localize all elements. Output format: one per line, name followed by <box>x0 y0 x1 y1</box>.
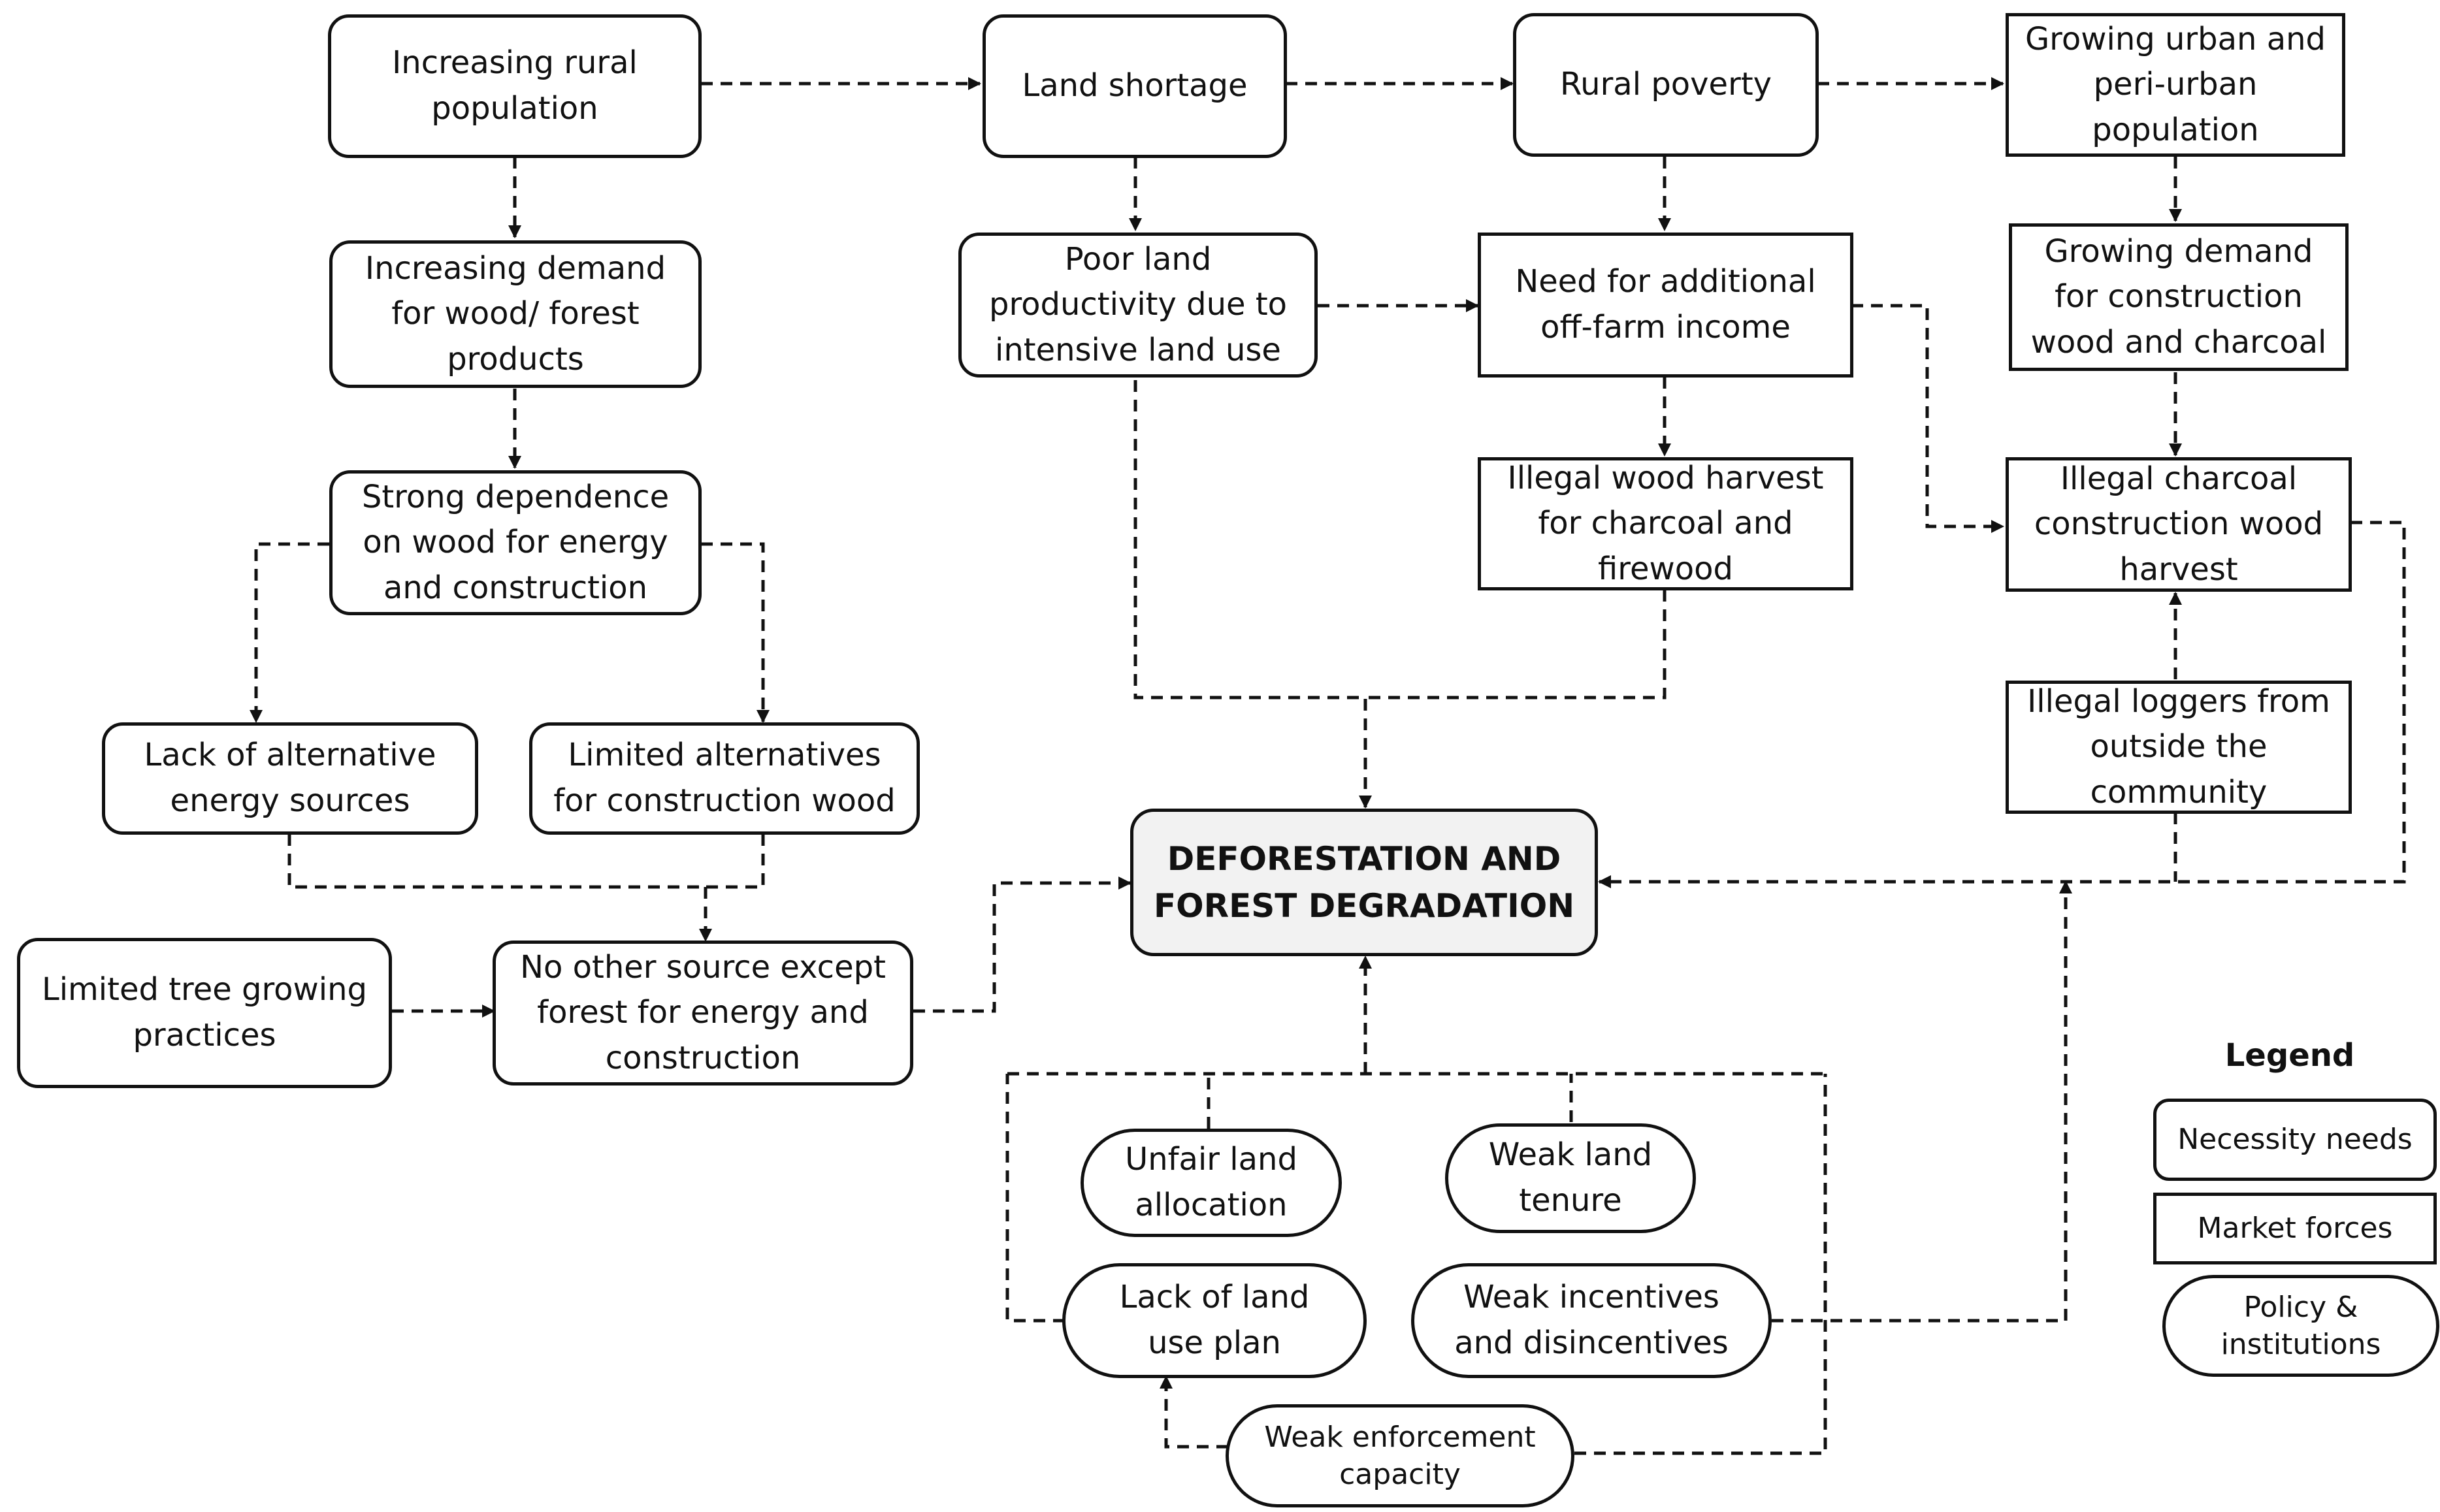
arrow-dependence-to-limited-construction <box>701 542 770 723</box>
node-unfair-land-allocation: Unfair land allocation <box>1081 1129 1342 1237</box>
node-growing-demand-construction: Growing demand for construction wood and… <box>2009 223 2349 371</box>
node-deforestation-central: DEFORESTATION AND FOREST DEGRADATION <box>1130 809 1598 956</box>
arrow-weak-incentives-to-central <box>1772 880 2072 1323</box>
node-land-shortage: Land shortage <box>983 14 1287 158</box>
node-need-offfarm-income: Need for additional off-farm income <box>1478 233 1853 378</box>
line-limited-construction-down <box>706 834 765 889</box>
node-growing-urban-population: Growing urban and peri-urban population <box>2006 13 2345 157</box>
arrow-dependence-to-lack-energy <box>250 542 329 723</box>
node-illegal-charcoal-harvest: Illegal charcoal construction wood harve… <box>2006 457 2352 592</box>
node-increasing-rural-population: Increasing rural population <box>328 14 702 158</box>
legend-policy-institutions: Policy & institutions <box>2162 1275 2439 1377</box>
legend-market-forces: Market forces <box>2153 1193 2437 1264</box>
line-lack-plan-left-bracket <box>1005 1074 1065 1323</box>
node-weak-incentives: Weak incentives and disincentives <box>1411 1263 1772 1378</box>
line-enforcement-right-bracket <box>1574 1074 1827 1455</box>
arrow-poor-land-to-central <box>1133 380 1372 809</box>
node-increasing-demand-wood: Increasing demand for wood/ forest produ… <box>329 240 702 388</box>
node-illegal-wood-harvest: Illegal wood harvest for charcoal and fi… <box>1478 457 1853 590</box>
node-limited-construction-alternatives: Limited alternatives for construction wo… <box>529 722 920 835</box>
node-rural-poverty: Rural poverty <box>1513 13 1819 157</box>
node-limited-tree-growing: Limited tree growing practices <box>17 938 392 1088</box>
node-illegal-loggers: Illegal loggers from outside the communi… <box>2006 681 2352 814</box>
arrow-offfarm-to-illegal-charcoal <box>1851 304 2004 533</box>
node-weak-enforcement: Weak enforcement capacity <box>1226 1404 1574 1507</box>
line-illegal-wood-to-central <box>1365 590 1667 700</box>
legend-title: Legend <box>2224 1037 2355 1074</box>
arrow-enforcement-to-lack-plan <box>1160 1375 1228 1449</box>
legend-necessity-needs: Necessity needs <box>2153 1099 2437 1181</box>
line-lack-energy-down <box>287 834 706 889</box>
node-weak-land-tenure: Weak land tenure <box>1445 1123 1696 1233</box>
arrow-illegal-charcoal-to-central <box>1598 521 2406 888</box>
node-lack-alternative-energy: Lack of alternative energy sources <box>102 722 478 835</box>
node-lack-land-use-plan: Lack of land use plan <box>1062 1263 1367 1378</box>
node-poor-land-productivity: Poor land productivity due to intensive … <box>958 233 1318 378</box>
node-no-other-source: No other source except forest for energy… <box>493 941 913 1086</box>
arrow-no-other-to-central <box>913 877 1131 1013</box>
node-strong-dependence-wood: Strong dependence on wood for energy and… <box>329 470 702 615</box>
